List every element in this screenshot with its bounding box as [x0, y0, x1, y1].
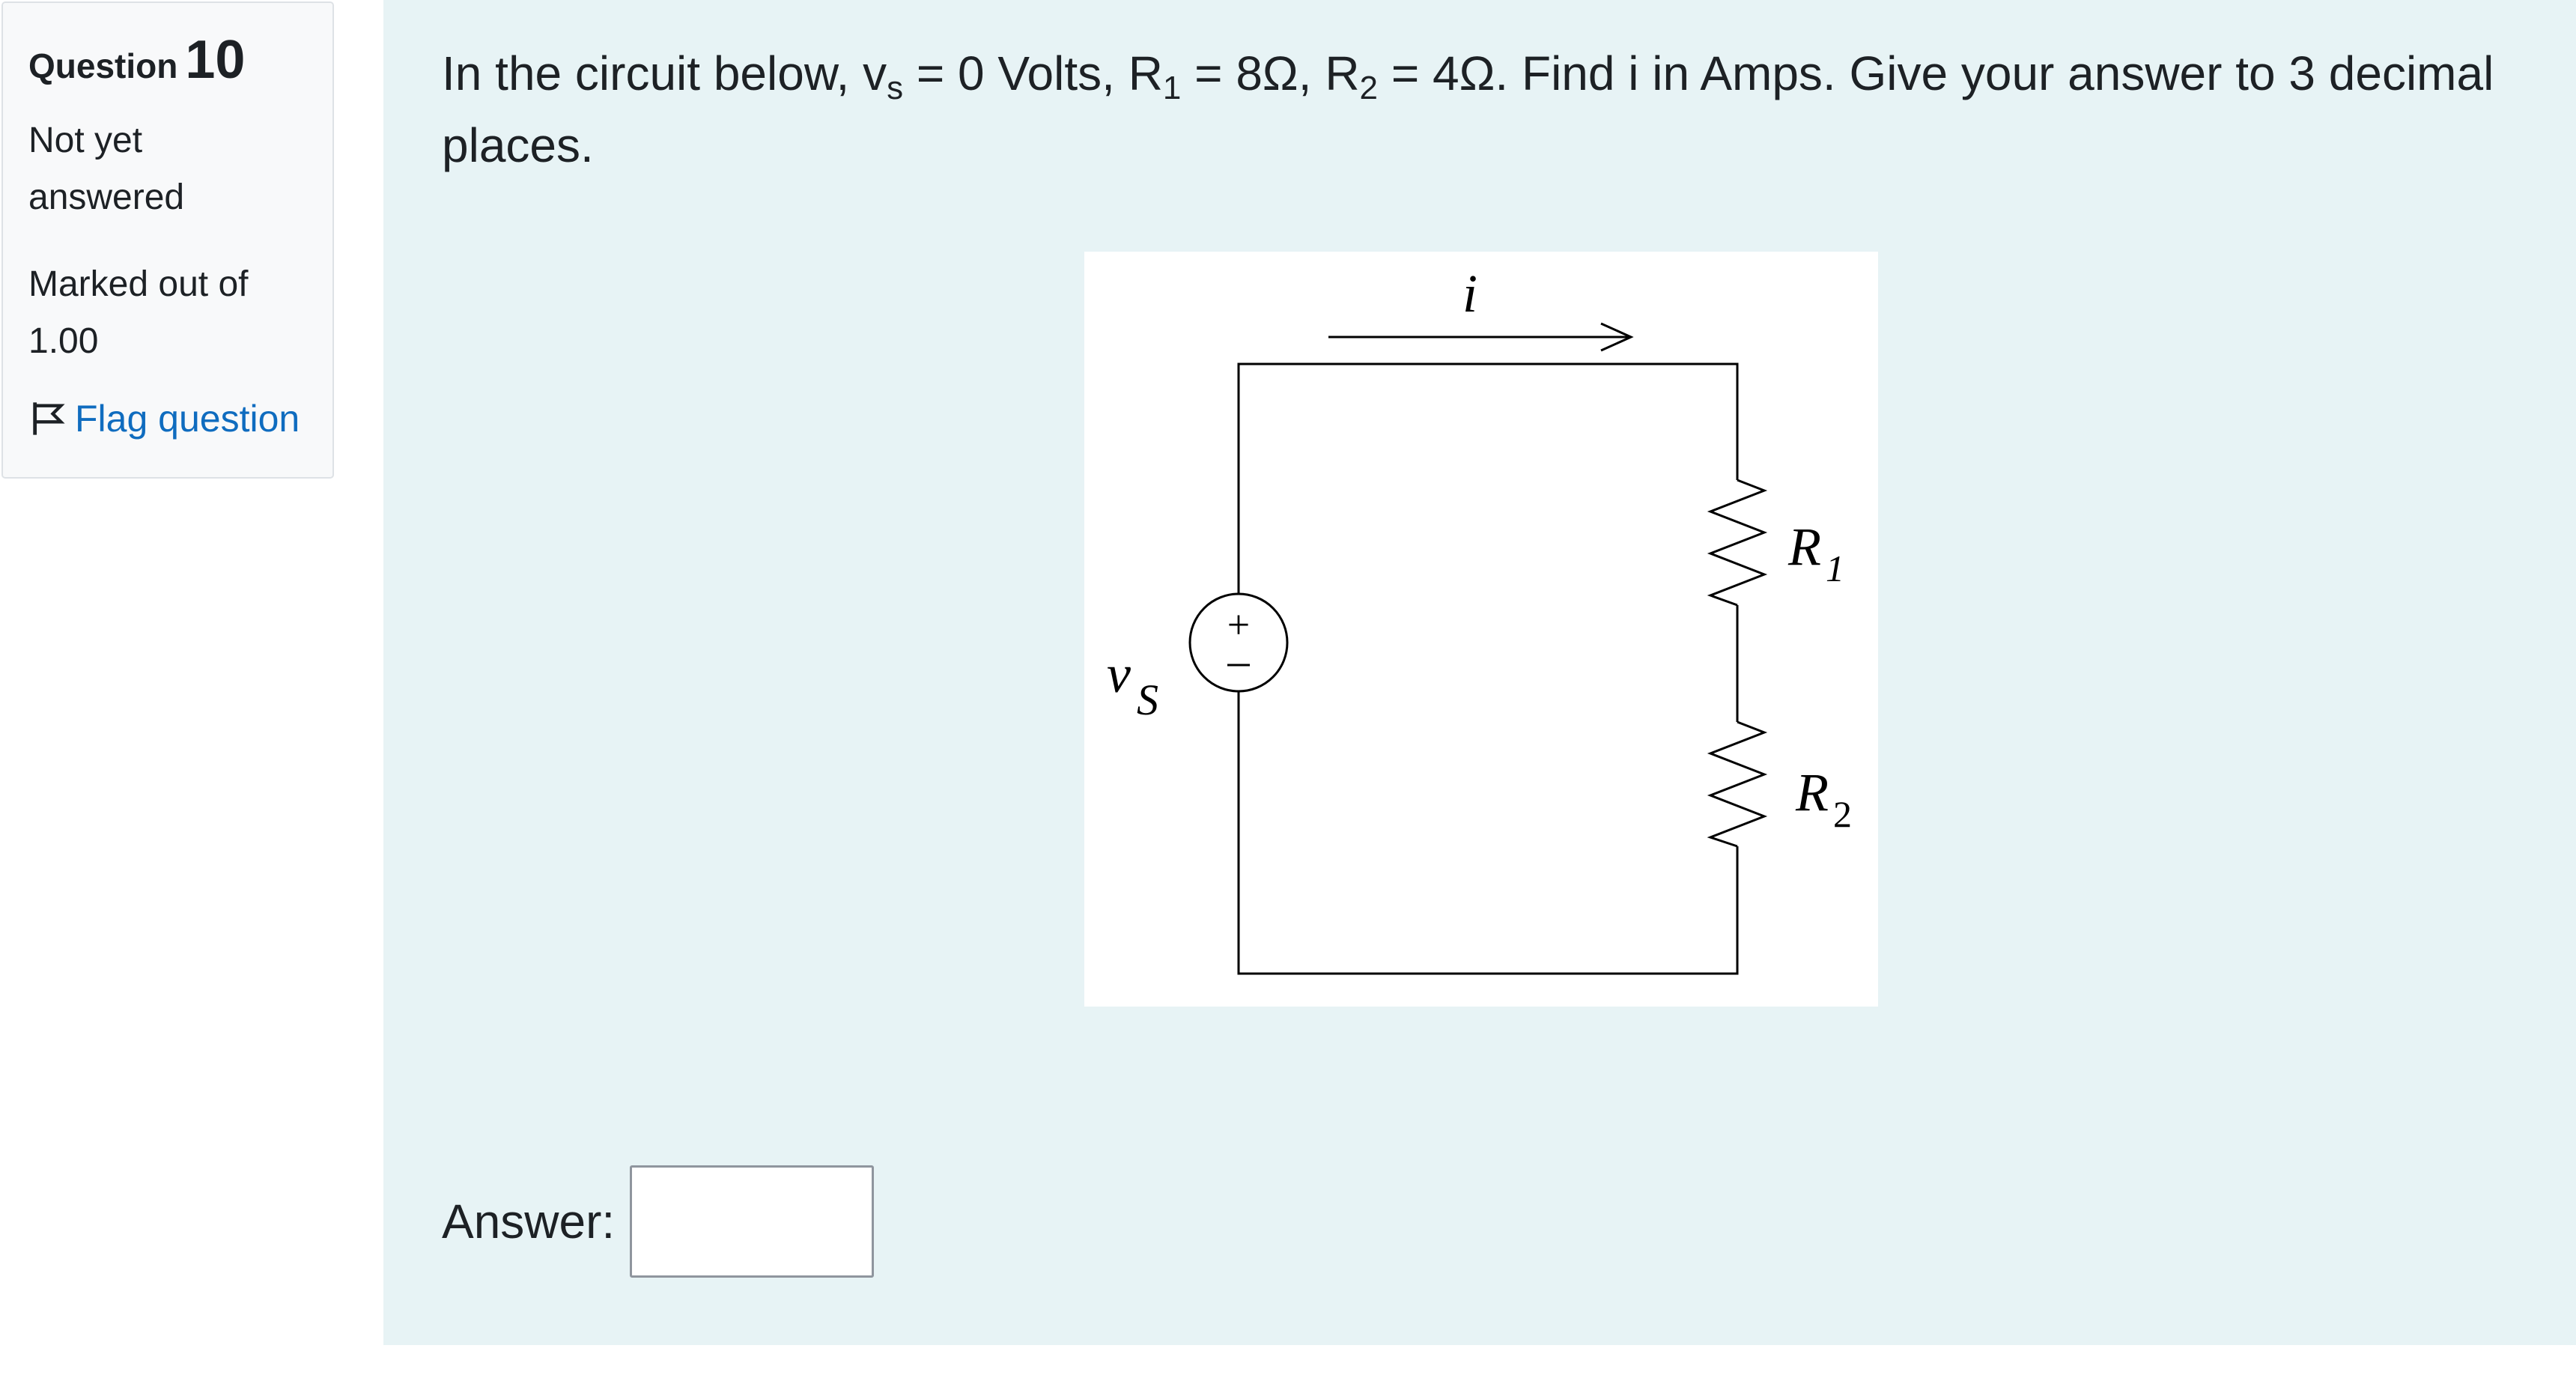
- circuit-wires: [1237, 362, 1739, 975]
- current-label: i: [1462, 264, 1477, 324]
- source-label-subscript: S: [1137, 676, 1158, 724]
- resistor-r2: [1707, 720, 1768, 848]
- question-text-part: In the circuit below, v: [442, 46, 887, 100]
- question-state: Not yet answered: [28, 121, 185, 217]
- r2-subscript: 2: [1359, 70, 1379, 106]
- r2-label: R: [1795, 762, 1829, 822]
- flag-question-label: Flag question: [75, 398, 300, 440]
- question-text: In the circuit below, vs = 0 Volts, R1 =…: [442, 37, 2539, 181]
- question-text-part: = 8Ω, R: [1181, 46, 1360, 100]
- vs-subscript: s: [887, 70, 904, 106]
- current-arrow: [1328, 322, 1634, 352]
- answer-row: Answer:: [442, 1165, 875, 1278]
- flag-icon: [33, 402, 65, 435]
- source-label: v: [1107, 644, 1131, 704]
- question-content-panel: In the circuit below, vs = 0 Volts, R1 =…: [383, 0, 2576, 1345]
- r1-subscript: 1: [1162, 70, 1182, 106]
- circuit-diagram-svg: i + v S R 1 R 2: [1107, 264, 1852, 975]
- flag-question-link[interactable]: Flag question: [28, 397, 307, 440]
- r1-label: R: [1787, 517, 1821, 577]
- answer-input[interactable]: [630, 1165, 875, 1278]
- question-number: 10: [185, 30, 246, 90]
- circuit-diagram: i + v S R 1 R 2: [1084, 252, 1878, 1007]
- question-text-part: = 0 Volts, R: [903, 46, 1163, 100]
- voltage-source: [1188, 592, 1289, 693]
- question-word: Question: [28, 46, 178, 85]
- source-plus-sign: +: [1227, 602, 1250, 647]
- r1-label-subscript: 1: [1826, 547, 1844, 589]
- question-text-part: = 4Ω. Find i in Amps. Give your answer t…: [442, 46, 2494, 172]
- r2-label-subscript: 2: [1833, 793, 1852, 835]
- question-grade: Marked out of 1.00: [28, 264, 249, 361]
- answer-label: Answer:: [442, 1195, 616, 1248]
- resistor-r1: [1707, 479, 1768, 607]
